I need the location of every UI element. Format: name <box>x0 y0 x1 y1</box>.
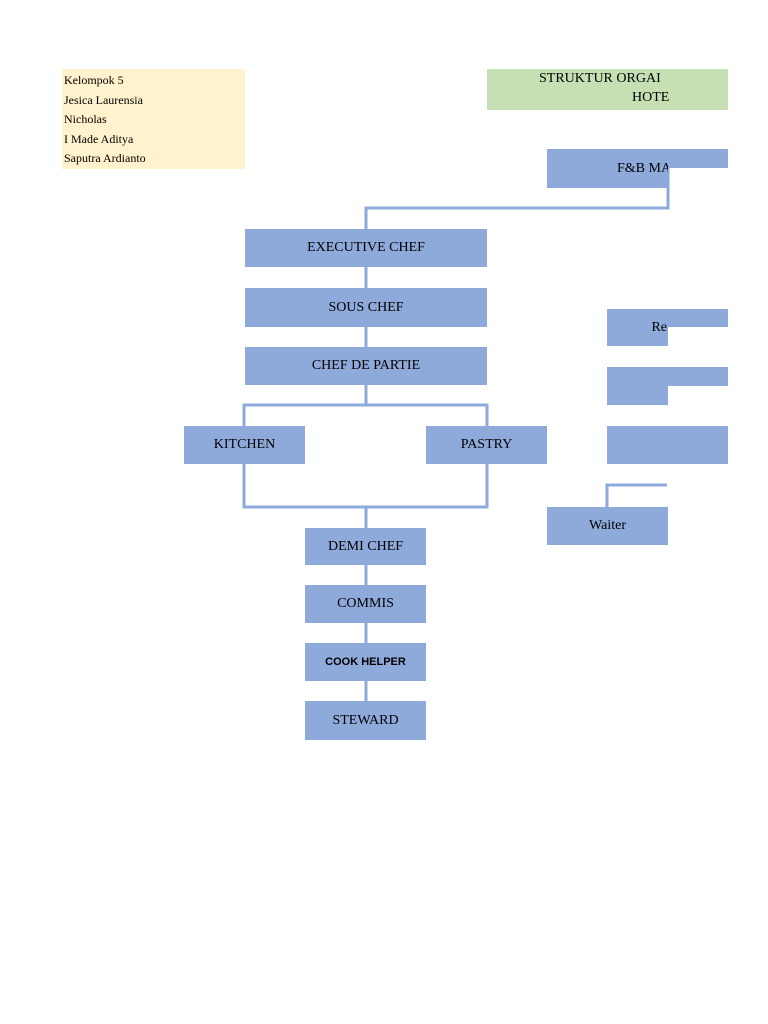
node-restaurant-partial: Re <box>607 309 668 346</box>
node-steward-label: STEWARD <box>332 712 399 728</box>
connector-cdp-to-sections <box>242 385 489 426</box>
node-chef-de-partie: CHEF DE PARTIE <box>245 347 487 385</box>
node-chef-de-partie-label: CHEF DE PARTIE <box>311 358 421 373</box>
node-waiter: Waiter <box>547 507 668 545</box>
node-commis: COMMIS <box>305 585 426 623</box>
member-4: Saputra Ardianto <box>64 151 146 165</box>
member-3: I Made Aditya <box>64 131 134 146</box>
node-demi-chef: DEMI CHEF <box>305 528 426 565</box>
node-pastry-label: PASTRY <box>460 437 513 452</box>
node-commis-label: COMMIS <box>337 596 394 611</box>
member-2: Nicholas <box>64 112 107 126</box>
node-pastry: PASTRY <box>426 426 547 464</box>
connector-sections-merge <box>242 464 489 509</box>
group-members-note: Kelompok 5 Jesica Laurensia Nicholas I M… <box>62 69 245 169</box>
node-fb-manager-right <box>668 149 728 168</box>
node-cook-helper-label: COOK HELPER <box>325 656 406 668</box>
node-kitchen: KITCHEN <box>184 426 305 464</box>
node-sous-chef: SOUS CHEF <box>245 288 487 327</box>
node-steward: STEWARD <box>305 701 426 740</box>
node-executive-chef-label: EXECUTIVE CHEF <box>307 240 425 255</box>
node-service-2-left <box>607 367 668 405</box>
node-restaurant-partial-label: Re <box>651 319 667 335</box>
node-sous-chef-label: SOUS CHEF <box>328 299 404 315</box>
connector-fb-to-executive <box>364 168 670 229</box>
connector-to-waiter <box>605 483 667 507</box>
node-demi-chef-label: DEMI CHEF <box>327 538 404 554</box>
node-fb-manager-label: F&B MA <box>617 160 668 176</box>
node-fb-manager: F&B MA <box>547 149 668 188</box>
chart-title-box: STRUKTUR ORGAI HOTE <box>487 69 728 110</box>
node-service-3 <box>607 426 728 464</box>
chart-title-line-1: STRUKTUR ORGAI <box>539 71 661 86</box>
member-1: Jesica Laurensia <box>64 92 143 107</box>
node-executive-chef: EXECUTIVE CHEF <box>245 229 487 267</box>
fb-manager-clip: F&B MA <box>547 149 668 188</box>
group-name: Kelompok 5 <box>64 73 124 87</box>
node-cook-helper: COOK HELPER <box>305 643 426 681</box>
node-kitchen-label: KITCHEN <box>213 437 276 452</box>
chart-title-line-2: HOTE <box>632 90 670 105</box>
node-waiter-label: Waiter <box>589 518 626 533</box>
node-restaurant-right <box>668 309 728 327</box>
node-service-2-right <box>668 367 728 386</box>
